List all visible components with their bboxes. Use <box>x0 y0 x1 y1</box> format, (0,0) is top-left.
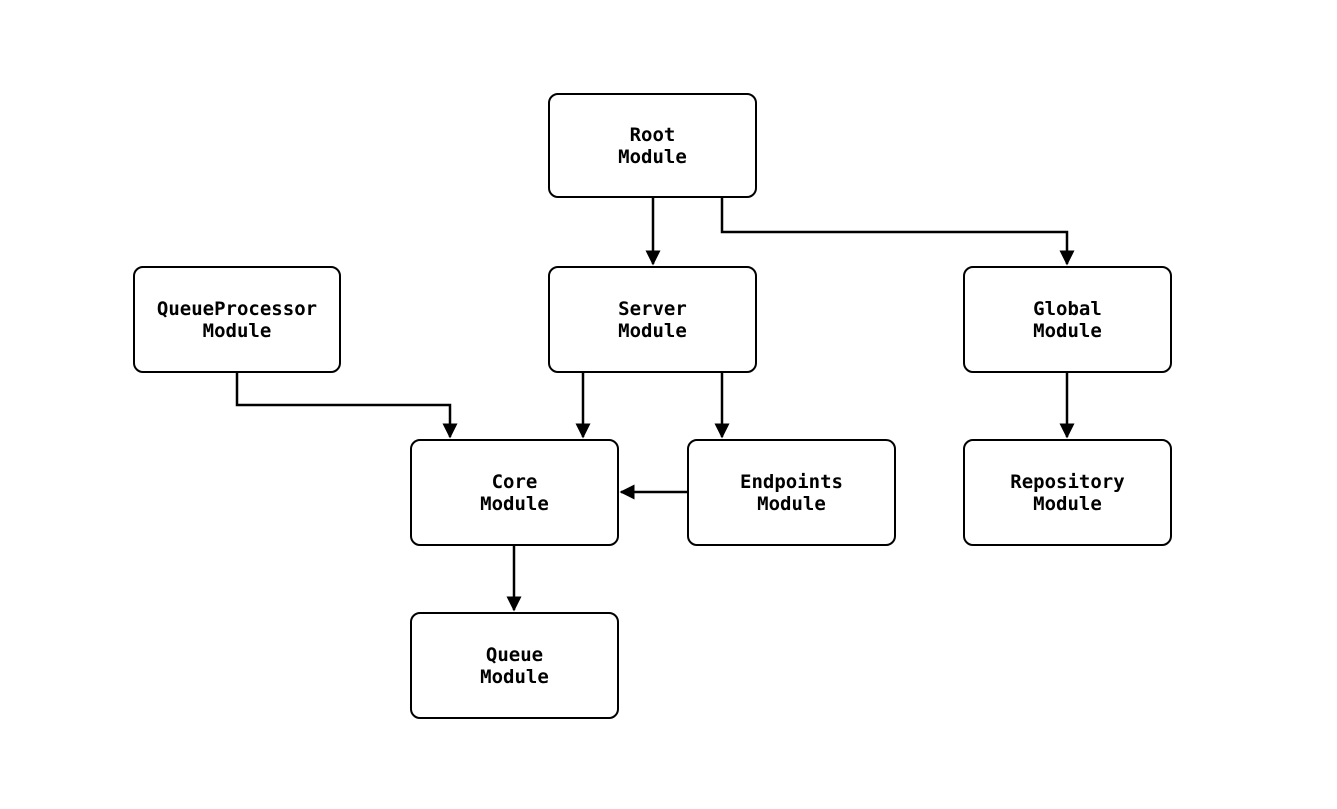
edge-queueprocessor-to-core <box>235 373 458 439</box>
node-queue-module-label: Queue Module <box>480 643 549 688</box>
node-queueprocessor-module-label: QueueProcessor Module <box>156 297 318 342</box>
node-repository-module-label: Repository Module <box>1010 470 1125 515</box>
node-queueprocessor-module: QueueProcessor Module <box>133 266 341 373</box>
node-global-module-label: Global Module <box>1033 297 1102 342</box>
node-core-module-label: Core Module <box>480 470 549 515</box>
node-root-module-label: Root Module <box>618 123 687 168</box>
node-endpoints-module: Endpoints Module <box>687 439 896 546</box>
node-queue-module: Queue Module <box>410 612 619 719</box>
node-server-module: Server Module <box>548 266 757 373</box>
edge-root-to-global <box>720 198 1075 266</box>
node-repository-module: Repository Module <box>963 439 1172 546</box>
node-server-module-label: Server Module <box>618 297 687 342</box>
node-endpoints-module-label: Endpoints Module <box>740 470 843 515</box>
node-root-module: Root Module <box>548 93 757 198</box>
node-core-module: Core Module <box>410 439 619 546</box>
node-global-module: Global Module <box>963 266 1172 373</box>
